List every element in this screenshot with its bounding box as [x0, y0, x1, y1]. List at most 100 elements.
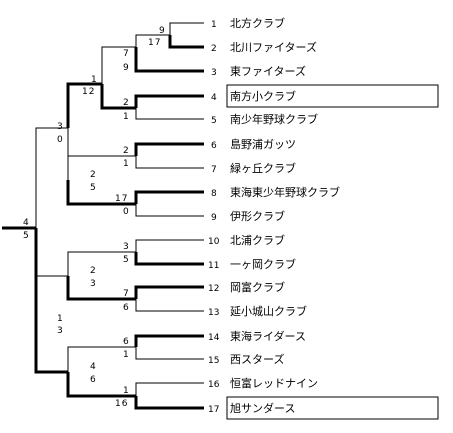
match-score-top: 17 [115, 194, 128, 204]
bracket-line [169, 22, 204, 35]
team-number: 3 [211, 68, 217, 78]
match-score-bottom: 0 [57, 135, 64, 145]
team-name: 一ヶ岡クラブ [230, 257, 296, 271]
bracket-line-winner [66, 372, 136, 398]
match-score-top: 1 [123, 386, 130, 396]
match-score-bottom: 1 [123, 350, 130, 360]
team-number: 7 [211, 165, 217, 175]
bracket-line [67, 346, 136, 372]
match-score-bottom: 3 [57, 326, 64, 336]
match-score-bottom: 0 [123, 207, 130, 217]
bracket-line-winner [34, 324, 68, 374]
final-score-top: 4 [23, 218, 30, 228]
bracket-line [67, 251, 136, 276]
team-name: 岡富クラブ [230, 280, 285, 294]
bracket-line-winner [134, 142, 204, 156]
team-number: 12 [208, 284, 219, 294]
team-name: 北方クラブ [230, 16, 285, 30]
team-number: 10 [208, 237, 220, 247]
team-name: 西スターズ [230, 352, 284, 366]
team-name: 延小城山クラブ [230, 304, 307, 318]
match-score-top: 2 [123, 146, 130, 156]
match-score-bottom: 6 [123, 303, 130, 313]
team-name: 東ファイターズ [230, 64, 306, 78]
team-name: 恒富レッドナイン [230, 376, 318, 390]
team-number: 8 [211, 189, 217, 199]
bracket-line-winner [134, 94, 204, 108]
match-score-top: 6 [123, 337, 130, 347]
match-score-top: 3 [123, 242, 130, 252]
team-name: 東海東少年野球クラブ [230, 185, 340, 199]
match-score-top: 7 [123, 49, 130, 59]
highlight-box [226, 84, 439, 108]
match-score-top: 2 [90, 170, 97, 180]
team-number: 5 [211, 116, 217, 126]
bracket-line-winner [134, 334, 204, 347]
team-name: 北川ファイターズ [230, 40, 317, 54]
match-score-top: 1 [91, 75, 98, 85]
bracket-line [135, 299, 204, 312]
team-name: 旭サンダース [230, 401, 295, 415]
match-score-top: 1 [57, 314, 64, 324]
team-number: 11 [208, 261, 219, 271]
scores: 9 17 7 9 2 1 1 12 2 1 17 0 2 5 3 0 3 5 7… [23, 26, 166, 409]
match-score-bottom: 1 [123, 112, 130, 122]
match-score-bottom: 5 [90, 183, 97, 193]
match-score-top: 2 [123, 98, 130, 108]
match-score-top: 7 [123, 289, 130, 299]
bracket-lines [2, 22, 204, 410]
team-number: 14 [208, 333, 220, 343]
bracket-line [135, 382, 204, 396]
match-score-bottom: 3 [90, 279, 97, 289]
match-score-top: 2 [90, 266, 97, 276]
bracket-line [135, 239, 204, 252]
bracket-line-winner [66, 180, 136, 206]
team-number: 16 [208, 380, 220, 390]
bracket-line [135, 156, 204, 169]
bracket-line [135, 347, 204, 360]
team-number: 4 [211, 93, 217, 103]
match-score-bottom: 16 [115, 399, 128, 409]
bracket-line [35, 127, 68, 228]
team-number: 17 [208, 405, 219, 415]
final-score-bottom: 5 [23, 231, 30, 241]
team-number: 2 [211, 44, 217, 54]
bracket-line [135, 34, 170, 47]
bracket-line-winner [100, 84, 136, 110]
bracket-line [135, 204, 204, 217]
team-name: 島野浦ガッツ [230, 137, 296, 151]
bracket-line [135, 108, 204, 120]
highlight-box [226, 396, 439, 420]
team-name: 南少年野球クラブ [230, 112, 318, 126]
bracket-line-winner [66, 276, 136, 301]
team-number: 6 [211, 141, 217, 151]
team-name: 南方小クラブ [230, 89, 296, 103]
team-name: 北浦クラブ [230, 233, 285, 247]
team-name: 東海ライダース [230, 329, 306, 343]
bracket-line-winner [134, 252, 204, 266]
team-number: 13 [208, 308, 219, 318]
match-score-top: 4 [90, 362, 97, 372]
bracket-line-winner [168, 35, 204, 49]
match-score-top: 9 [159, 26, 166, 36]
match-score-bottom: 6 [90, 375, 97, 385]
team-number: 1 [211, 20, 217, 30]
team-number: 9 [211, 213, 217, 223]
match-score-bottom: 12 [82, 87, 95, 97]
bracket-line [101, 46, 136, 84]
match-score-bottom: 5 [123, 255, 130, 265]
team-list: 1 北方クラブ 2 北川ファイターズ 3 東ファイターズ 4 南方小クラブ 5 … [208, 16, 439, 420]
match-score-bottom: 17 [148, 38, 161, 48]
match-score-bottom: 9 [123, 63, 130, 73]
team-number: 15 [208, 356, 219, 366]
bracket-line-winner [134, 190, 204, 204]
bracket-line-winner [134, 396, 204, 410]
team-name: 緑ヶ丘クラブ [230, 161, 296, 175]
match-score-top: 3 [57, 122, 64, 132]
team-name: 伊形クラブ [230, 209, 285, 223]
bracket-line-winner [134, 285, 204, 299]
bracket-line-winner [134, 47, 204, 73]
bracket-line-winner [66, 82, 102, 128]
